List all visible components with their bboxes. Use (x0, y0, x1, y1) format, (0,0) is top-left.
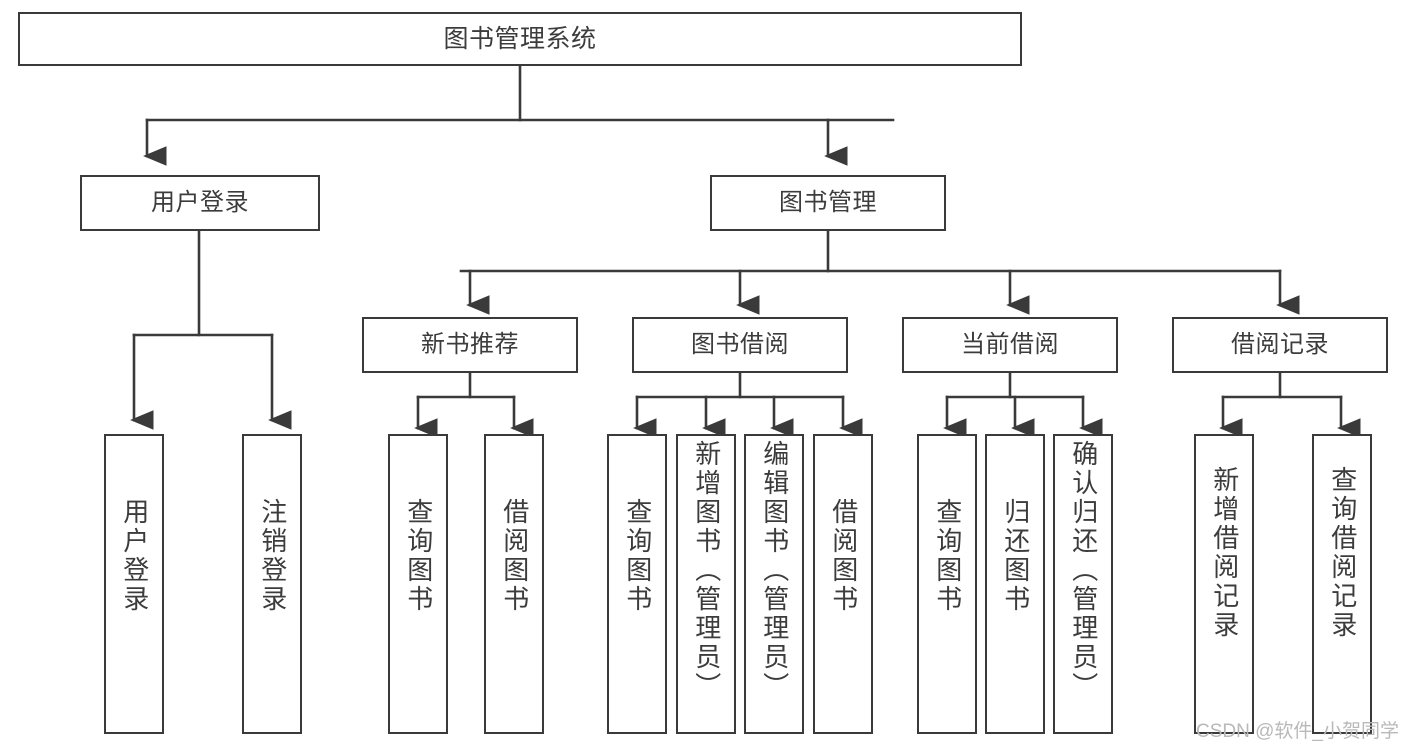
node-label: 当前借阅 (961, 331, 1059, 358)
leaf-user-login[interactable]: 用户登录 (104, 434, 164, 734)
node-borrow-record[interactable]: 借阅记录 (1172, 317, 1388, 373)
leaf-borrow-book-1[interactable]: 借阅图书 (484, 434, 544, 734)
node-label: 新增借阅记录 (1209, 466, 1240, 640)
leaf-add-record[interactable]: 新增借阅记录 (1194, 434, 1254, 734)
node-label: 查询图书 (403, 498, 434, 614)
node-label: 查询图书 (622, 498, 653, 614)
leaf-confirm-return[interactable]: 确认归还（管理员） (1053, 434, 1113, 734)
node-label: 归还图书 (1000, 498, 1031, 614)
node-label: 用户登录 (119, 498, 150, 614)
node-label: 图书管理 (779, 189, 877, 216)
node-new-book-recommend[interactable]: 新书推荐 (362, 317, 578, 373)
node-label: 查询借阅记录 (1327, 466, 1358, 640)
node-current-borrow[interactable]: 当前借阅 (902, 317, 1118, 373)
node-label: 确认归还（管理员） (1068, 440, 1099, 701)
leaf-query-book-2[interactable]: 查询图书 (607, 434, 667, 734)
node-label: 编辑图书（管理员） (759, 440, 790, 701)
node-label: 注销登录 (257, 498, 288, 614)
node-user-login[interactable]: 用户登录 (80, 175, 320, 231)
leaf-edit-book[interactable]: 编辑图书（管理员） (744, 434, 804, 734)
leaf-query-book-3[interactable]: 查询图书 (917, 434, 977, 734)
node-book-manage[interactable]: 图书管理 (710, 175, 946, 231)
watermark-text: CSDN @软件_小贺同学 (1196, 721, 1399, 742)
node-label: 图书借阅 (691, 331, 789, 358)
node-book-management-system[interactable]: 图书管理系统 (18, 12, 1022, 66)
node-book-borrow[interactable]: 图书借阅 (632, 317, 848, 373)
node-label: 查询图书 (932, 498, 963, 614)
leaf-query-book-1[interactable]: 查询图书 (388, 434, 448, 734)
node-label: 借阅记录 (1231, 331, 1329, 358)
leaf-borrow-book-2[interactable]: 借阅图书 (813, 434, 873, 734)
leaf-return-book[interactable]: 归还图书 (985, 434, 1045, 734)
node-label: 借阅图书 (828, 498, 859, 614)
leaf-logout-login[interactable]: 注销登录 (242, 434, 302, 734)
node-label: 借阅图书 (499, 498, 530, 614)
node-label: 用户登录 (151, 189, 249, 216)
node-label: 图书管理系统 (443, 24, 597, 53)
node-label: 新书推荐 (421, 331, 519, 358)
node-label: 新增图书（管理员） (691, 440, 722, 701)
leaf-query-record[interactable]: 查询借阅记录 (1312, 434, 1372, 734)
leaf-add-book[interactable]: 新增图书（管理员） (676, 434, 736, 734)
